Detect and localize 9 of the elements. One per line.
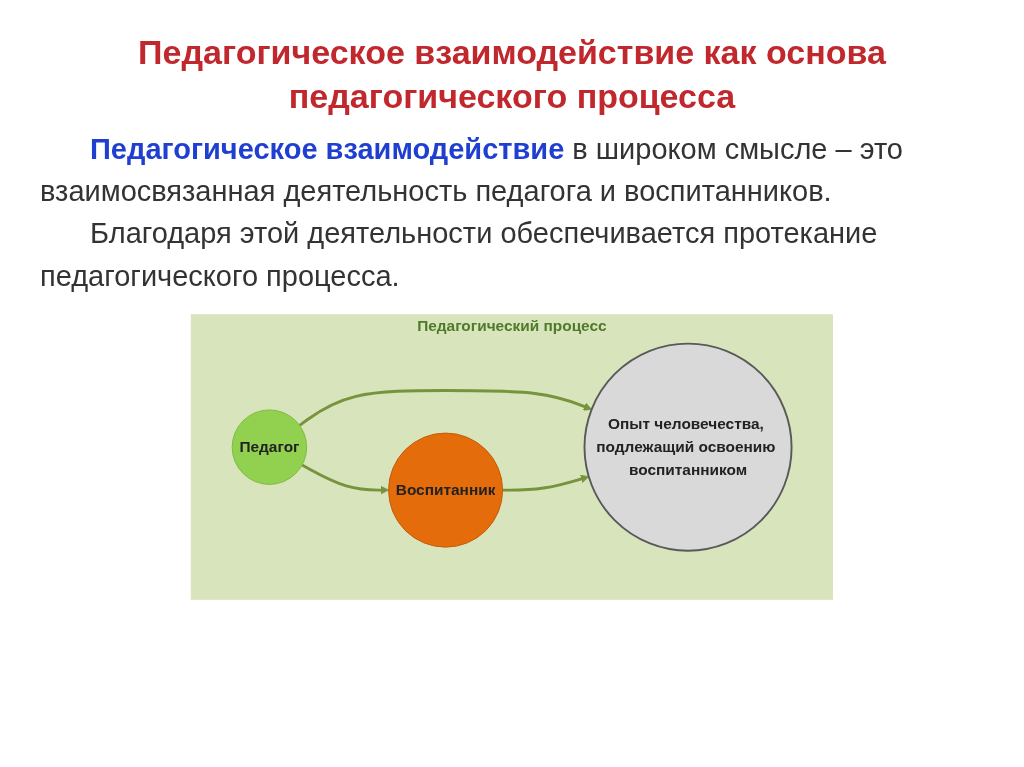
title: Педагогическое взаимодействие как основа педагогического процесса <box>137 32 887 118</box>
arrow <box>301 463 390 494</box>
paragraph-text: Благодаря этой деятельности обеспечивается протекание педагогического процесса. <box>40 216 879 294</box>
paragraph-text: Педагогическое взаимодействие в широком смысле – это взаимосвязанная деятельность педагога и воспитанников. <box>40 132 904 210</box>
arrow <box>502 474 590 492</box>
node-circle: Воспитанник <box>388 432 504 548</box>
node-circle: Педагог <box>231 408 308 485</box>
arrow <box>298 388 593 427</box>
node-circle: Опыт человечества, подлежащий освоению воспитанником <box>583 342 793 552</box>
